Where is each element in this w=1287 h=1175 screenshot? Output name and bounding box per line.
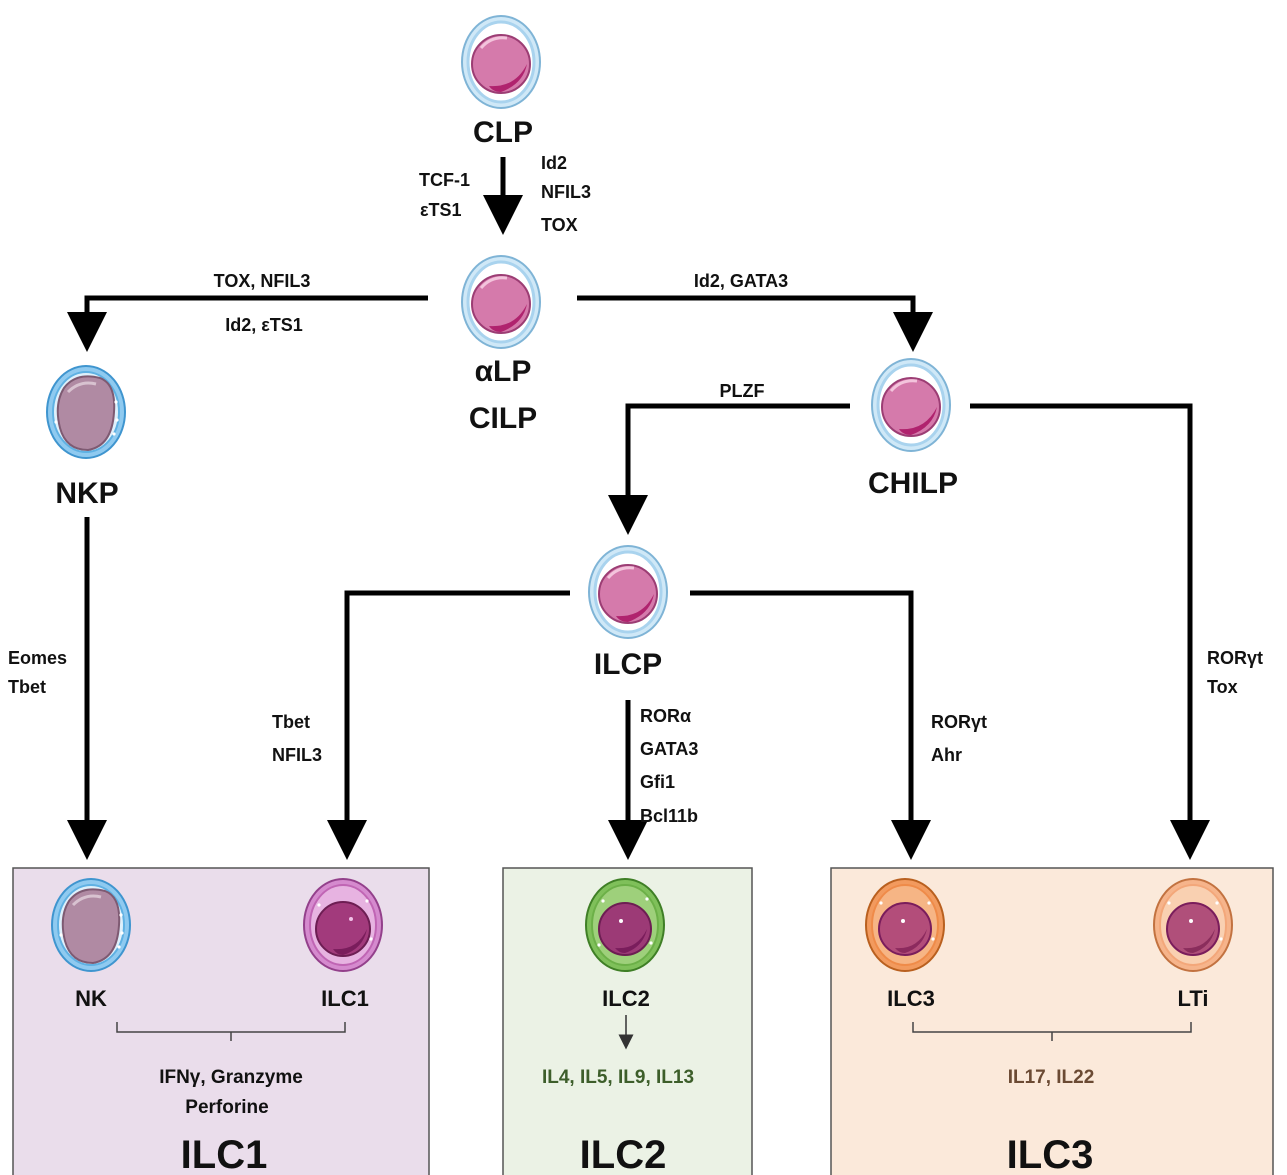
factor-ilc2-2: GATA3	[640, 739, 698, 759]
factor-ilc3-2: Ahr	[931, 745, 962, 765]
factor-lti-2: Tox	[1207, 677, 1238, 697]
ilc1-bracket	[116, 1022, 346, 1041]
factor-clp-right-1: Id2	[541, 153, 567, 173]
cell-label-ilc1: ILC1	[321, 986, 369, 1011]
factor-ilc1-2: NFIL3	[272, 745, 322, 765]
group-title-ilc2: ILC2	[580, 1133, 667, 1175]
ilc3-products: IL17, IL22	[1008, 1067, 1095, 1088]
arrow-alp-to-nkp	[67, 295, 428, 352]
factor-clp-left-2: εTS1	[420, 200, 462, 220]
connectors	[67, 157, 1210, 860]
arrow-chilp-to-lti	[970, 403, 1210, 860]
node-label-ilcp: ILCP	[594, 648, 662, 681]
clp-cell-icon	[460, 14, 542, 110]
factor-ilc2-3: Gfi1	[640, 772, 675, 792]
node-label-cilp: CILP	[469, 402, 537, 435]
ilc3-bracket	[912, 1022, 1192, 1041]
cell-label-lti: LTi	[1178, 986, 1209, 1011]
factor-ilc1-1: Tbet	[272, 712, 310, 732]
factor-ilc2-1: RORα	[640, 706, 691, 726]
alp-cell-icon	[460, 254, 542, 350]
ilc2-products: IL4, IL5, IL9, IL13	[542, 1067, 694, 1088]
nk-cell-icon	[50, 877, 132, 973]
lti-cell-icon	[1153, 878, 1233, 972]
factor-clp-right-2: NFIL3	[541, 182, 591, 202]
ilc3-cell-icon	[865, 878, 945, 972]
arrow-alp-to-chilp	[577, 295, 933, 352]
arrow-ilcp-to-ilc1	[327, 590, 570, 860]
arrow-chilp-to-ilcp	[608, 403, 850, 535]
ilc1-products-line-1: IFNγ, Granzyme	[159, 1067, 303, 1088]
factor-to-nkp-top: TOX, NFIL3	[214, 271, 311, 291]
node-label-alp: αLP	[475, 355, 532, 388]
factor-to-chilp: Id2, GATA3	[694, 271, 788, 291]
chilp-cell-icon	[870, 357, 952, 453]
factor-lti-1: RORγt	[1207, 648, 1263, 668]
factor-ilc2-4: Bcl11b	[640, 806, 698, 826]
factor-to-nkp-bottom: Id2, εTS1	[225, 315, 303, 335]
factor-clp-left-1: TCF-1	[419, 170, 470, 190]
cell-label-ilc3: ILC3	[887, 986, 935, 1011]
nkp-cell-icon	[45, 364, 127, 460]
node-label-clp: CLP	[473, 116, 533, 149]
factor-clp-right-3: TOX	[541, 215, 578, 235]
ilcp-cell-icon	[587, 544, 669, 640]
ilc1-cell-icon	[303, 878, 383, 972]
cell-label-ilc2: ILC2	[602, 986, 650, 1011]
arrow-ilcp-to-ilc3	[690, 590, 931, 860]
factor-plzf: PLZF	[720, 381, 765, 401]
factor-nkp-nk-1: Eomes	[8, 648, 67, 668]
node-label-nkp: NKP	[55, 477, 118, 510]
ilc1-products-line-2: Perforine	[185, 1097, 268, 1118]
factor-ilc3-1: RORγt	[931, 712, 987, 732]
node-label-chilp: CHILP	[868, 467, 958, 500]
ilc2-cell-icon	[585, 878, 665, 972]
cell-label-nk: NK	[75, 986, 107, 1011]
group-title-ilc3: ILC3	[1007, 1133, 1094, 1175]
factor-nkp-nk-2: Tbet	[8, 677, 46, 697]
group-title-ilc1: ILC1	[181, 1133, 268, 1175]
